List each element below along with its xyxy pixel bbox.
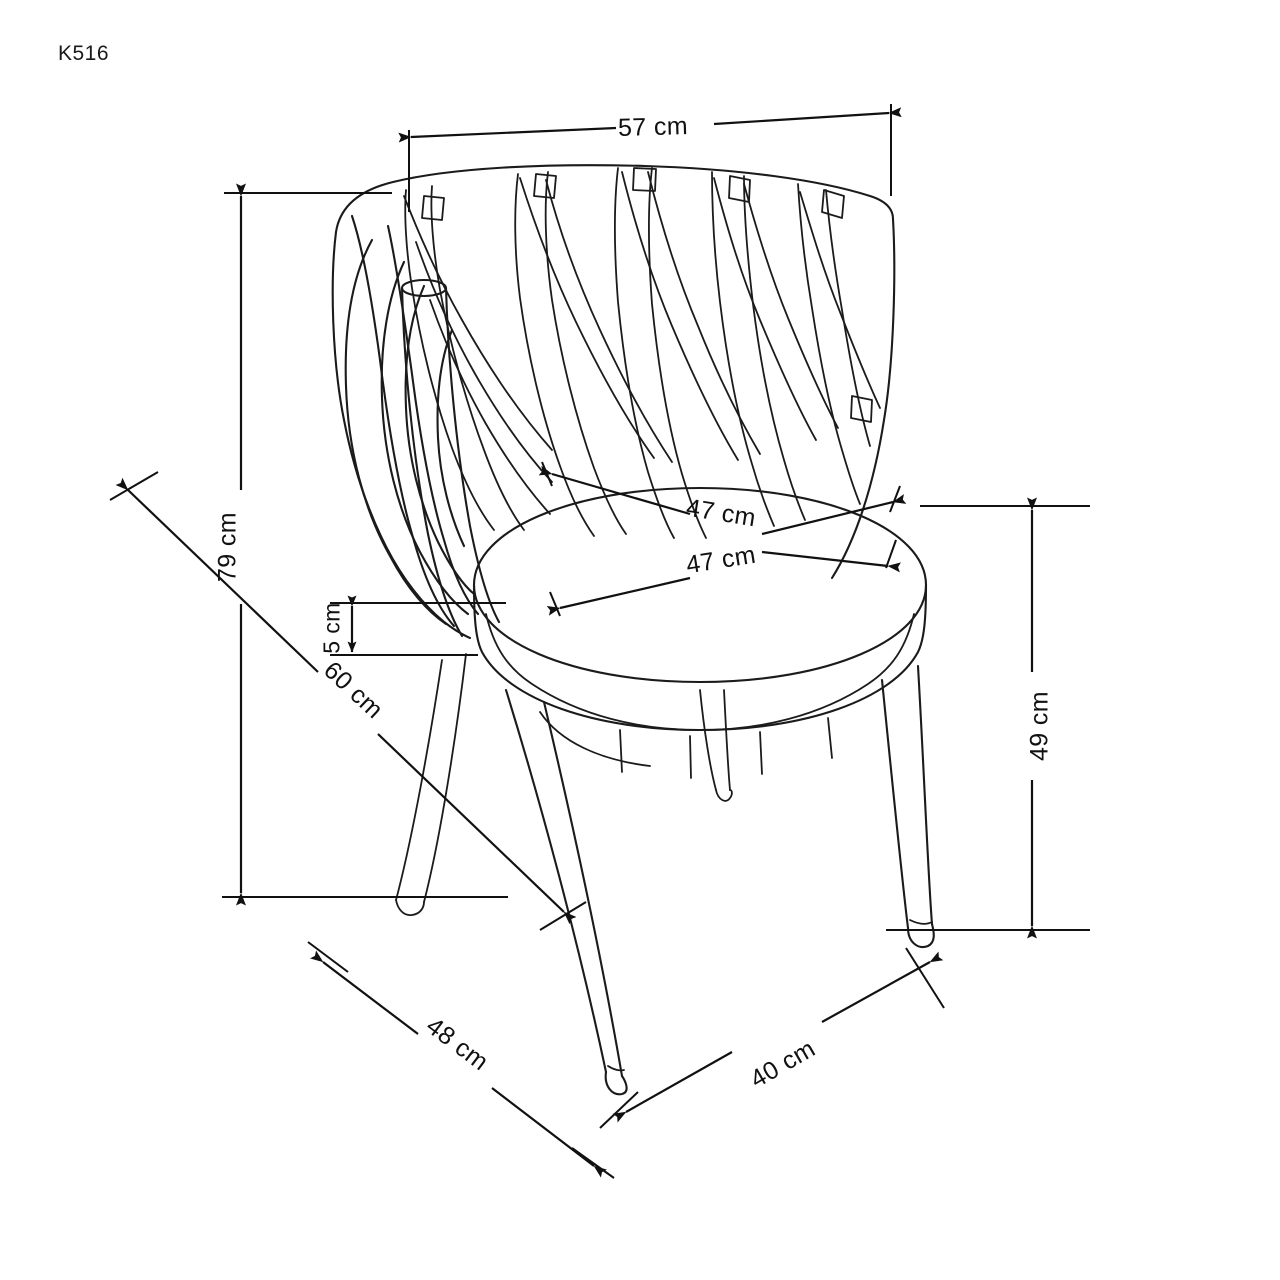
dimension-40cm xyxy=(599,947,945,1129)
weave-connector-links xyxy=(421,167,873,423)
left-armrest-loop xyxy=(344,214,480,628)
dimension-label-57cm: 57 cm xyxy=(617,112,689,142)
backrest-weave-ribs xyxy=(404,167,871,539)
leg-front-right xyxy=(880,664,935,948)
dimension-5cm xyxy=(330,595,506,656)
dimension-label-49cm: 49 cm xyxy=(1025,690,1054,762)
left-armrest-post xyxy=(400,278,501,638)
chair-illustration xyxy=(331,164,935,1096)
seat-apron xyxy=(539,711,833,779)
leg-back-right xyxy=(699,689,733,802)
dimension-48cm xyxy=(307,941,615,1179)
dimension-60cm xyxy=(109,471,587,931)
dimension-label-5cm: 5 cm xyxy=(318,602,345,654)
leg-back-left xyxy=(395,653,467,916)
backrest-shell xyxy=(331,164,896,640)
dimension-label-79cm: 79 cm xyxy=(213,511,242,583)
dimension-47cm-depth xyxy=(538,461,907,536)
dimension-79cm xyxy=(222,183,508,906)
seat-cushion xyxy=(472,486,928,732)
dimension-57cm xyxy=(398,104,902,212)
model-code-label: K516 xyxy=(58,42,110,65)
dimension-49cm xyxy=(886,497,1090,939)
dimension-47cm-width xyxy=(546,539,901,617)
leg-front-left xyxy=(504,688,628,1096)
backrest-weave-diagonals xyxy=(403,171,881,515)
